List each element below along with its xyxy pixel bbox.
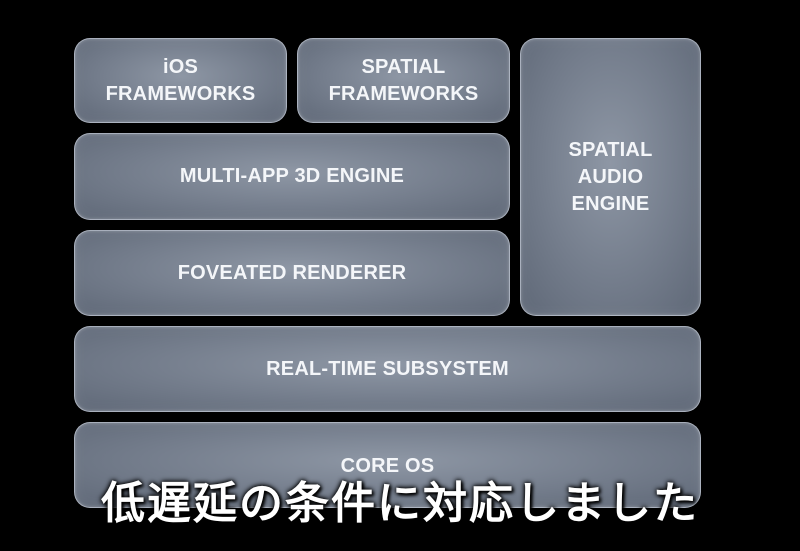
ios-frameworks-block: iOS FRAMEWORKS	[74, 38, 287, 123]
spatial-frameworks-label: SPATIAL FRAMEWORKS	[328, 55, 479, 105]
real-time-subsystem-block: REAL-TIME SUBSYSTEM	[74, 326, 701, 412]
foveated-renderer-block: FOVEATED RENDERER	[74, 230, 510, 316]
core-os-label: CORE OS	[340, 454, 435, 477]
spatial-audio-engine-label: SPATIAL AUDIO ENGINE	[568, 138, 653, 215]
real-time-subsystem-label: REAL-TIME SUBSYSTEM	[266, 357, 509, 380]
core-os-block: CORE OS	[74, 422, 701, 508]
spatial-audio-engine-block: SPATIAL AUDIO ENGINE	[520, 38, 701, 316]
foveated-renderer-label: FOVEATED RENDERER	[177, 261, 407, 284]
subtitle-caption: 低遅延の条件に対応しました	[101, 478, 699, 529]
spatial-frameworks-block: SPATIAL FRAMEWORKS	[297, 38, 510, 123]
multi-app-3d-engine-block: MULTI-APP 3D ENGINE	[74, 133, 510, 220]
multi-app-3d-engine-label: MULTI-APP 3D ENGINE	[179, 165, 405, 187]
ios-frameworks-label: iOS FRAMEWORKS	[105, 55, 256, 105]
